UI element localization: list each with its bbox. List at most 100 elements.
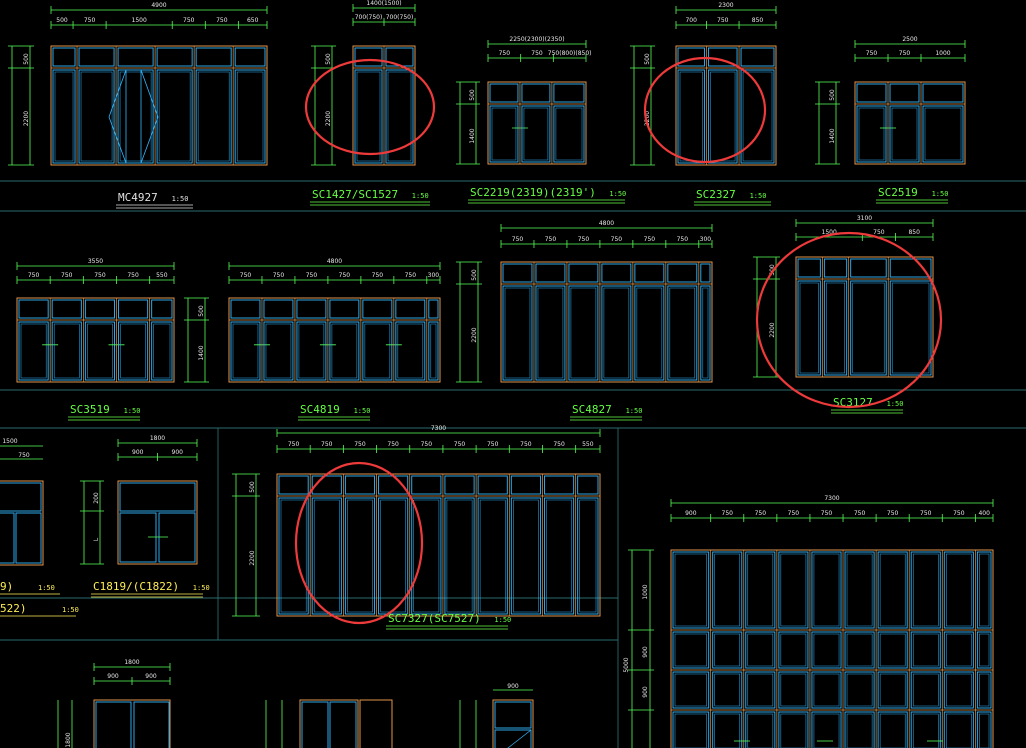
transom-pane bbox=[151, 299, 173, 319]
dim-segment-text: 750 bbox=[531, 50, 543, 57]
vdim-bottom-text: 2200 bbox=[644, 111, 651, 126]
dim-segment-text: 750 bbox=[216, 17, 228, 24]
dim-segment-text: 750 bbox=[94, 272, 106, 279]
window-frame bbox=[276, 473, 601, 617]
main-pane-inner bbox=[924, 107, 962, 161]
dim-segment-text: 900 bbox=[172, 449, 184, 456]
vdim-top-text: 500 bbox=[471, 269, 478, 281]
dim-total-text: 4800 bbox=[599, 220, 614, 227]
main-pane-inner bbox=[702, 287, 709, 379]
transom-pane bbox=[51, 299, 82, 319]
pane bbox=[844, 631, 875, 669]
label-sc7327: SC7327(SC7527)1:50 bbox=[386, 612, 511, 630]
window-title: SC4827 bbox=[572, 403, 612, 416]
main-pane bbox=[354, 69, 383, 164]
dim-group-sc1427: 1400(1500)700(750)700(750) bbox=[352, 0, 416, 26]
main-pane-inner bbox=[603, 287, 630, 379]
window-frame bbox=[675, 45, 777, 166]
vdim-bottom-text: 2200 bbox=[471, 327, 478, 342]
dim-total-text: 900 bbox=[507, 683, 519, 690]
vdim-text: 1000 bbox=[642, 584, 649, 599]
main-pane bbox=[329, 701, 357, 748]
main-pane bbox=[667, 285, 698, 381]
main-pane bbox=[700, 285, 711, 381]
window-frame bbox=[93, 699, 171, 748]
main-pane-inner bbox=[80, 71, 113, 162]
dim-segment-text: 750 bbox=[306, 272, 318, 279]
main-pane bbox=[15, 512, 42, 564]
dim-segment-text: 750 bbox=[873, 229, 885, 236]
pane bbox=[844, 711, 875, 748]
main-pane-inner bbox=[197, 71, 230, 162]
window-scale: 1:50 bbox=[354, 407, 371, 415]
main-pane bbox=[278, 497, 309, 615]
pane bbox=[811, 631, 842, 669]
dim-total-text: 7300 bbox=[824, 495, 839, 502]
main-pane bbox=[707, 69, 738, 164]
pane bbox=[910, 711, 941, 748]
transom-pane bbox=[362, 299, 393, 319]
dim-segment-text: 500 bbox=[56, 17, 68, 24]
window-scale: 1:50 bbox=[193, 584, 210, 592]
section-divider-lines bbox=[0, 180, 1026, 748]
main-pane bbox=[489, 105, 519, 163]
window-c1819 bbox=[117, 480, 198, 565]
vdim-bottom-text: 1400 bbox=[198, 345, 205, 360]
pane bbox=[811, 671, 842, 709]
main-pane-inner bbox=[504, 287, 531, 379]
window-frame bbox=[487, 81, 587, 165]
pane bbox=[672, 631, 710, 669]
main-pane bbox=[301, 701, 329, 748]
main-pane-inner bbox=[891, 282, 930, 374]
main-pane-inner bbox=[153, 323, 171, 379]
main-pane-inner bbox=[413, 499, 440, 613]
main-pane-inner bbox=[347, 499, 373, 613]
main-pane bbox=[444, 497, 475, 615]
main-pane bbox=[395, 321, 426, 381]
pane-inner bbox=[813, 633, 840, 667]
window-title: MC4927 bbox=[118, 191, 158, 204]
dim-segment-text: 750 bbox=[854, 510, 866, 517]
main-pane-inner bbox=[280, 499, 307, 613]
transom-pane bbox=[502, 263, 533, 283]
pane bbox=[877, 551, 908, 629]
window-bottom2 bbox=[492, 699, 534, 748]
main-pane-inner bbox=[397, 323, 424, 379]
window-title: SC7327(SC7527) bbox=[388, 612, 481, 625]
transom-pane bbox=[535, 263, 566, 283]
transom-pane bbox=[411, 475, 442, 495]
main-pane bbox=[151, 321, 173, 381]
window-title: SC3519 bbox=[70, 403, 110, 416]
main-pane bbox=[553, 105, 585, 163]
window-sc7327 bbox=[276, 473, 601, 617]
dim-segment-text: 700 bbox=[685, 17, 697, 24]
pane bbox=[672, 671, 710, 709]
pane-inner bbox=[714, 673, 741, 707]
dim-segment-text: 700(750) bbox=[355, 14, 383, 21]
dim-total-text: 1800 bbox=[124, 659, 139, 666]
main-pane-inner bbox=[858, 107, 885, 161]
main-pane bbox=[428, 321, 439, 381]
vdim-top-text: 200 bbox=[93, 492, 100, 504]
dim-segment-text: 650 bbox=[247, 17, 259, 24]
dim-segment-text: 750 bbox=[677, 236, 689, 243]
label-sc2219: SC2219(2319)(2319')1:50 bbox=[468, 186, 626, 204]
pane bbox=[943, 671, 974, 709]
pane-inner bbox=[979, 673, 990, 707]
pane-inner bbox=[879, 673, 906, 707]
pane bbox=[811, 551, 842, 629]
window-frame bbox=[492, 699, 534, 748]
vdim-top-text: 500 bbox=[469, 89, 476, 101]
pane bbox=[778, 711, 809, 748]
window-sc4827 bbox=[500, 261, 713, 383]
